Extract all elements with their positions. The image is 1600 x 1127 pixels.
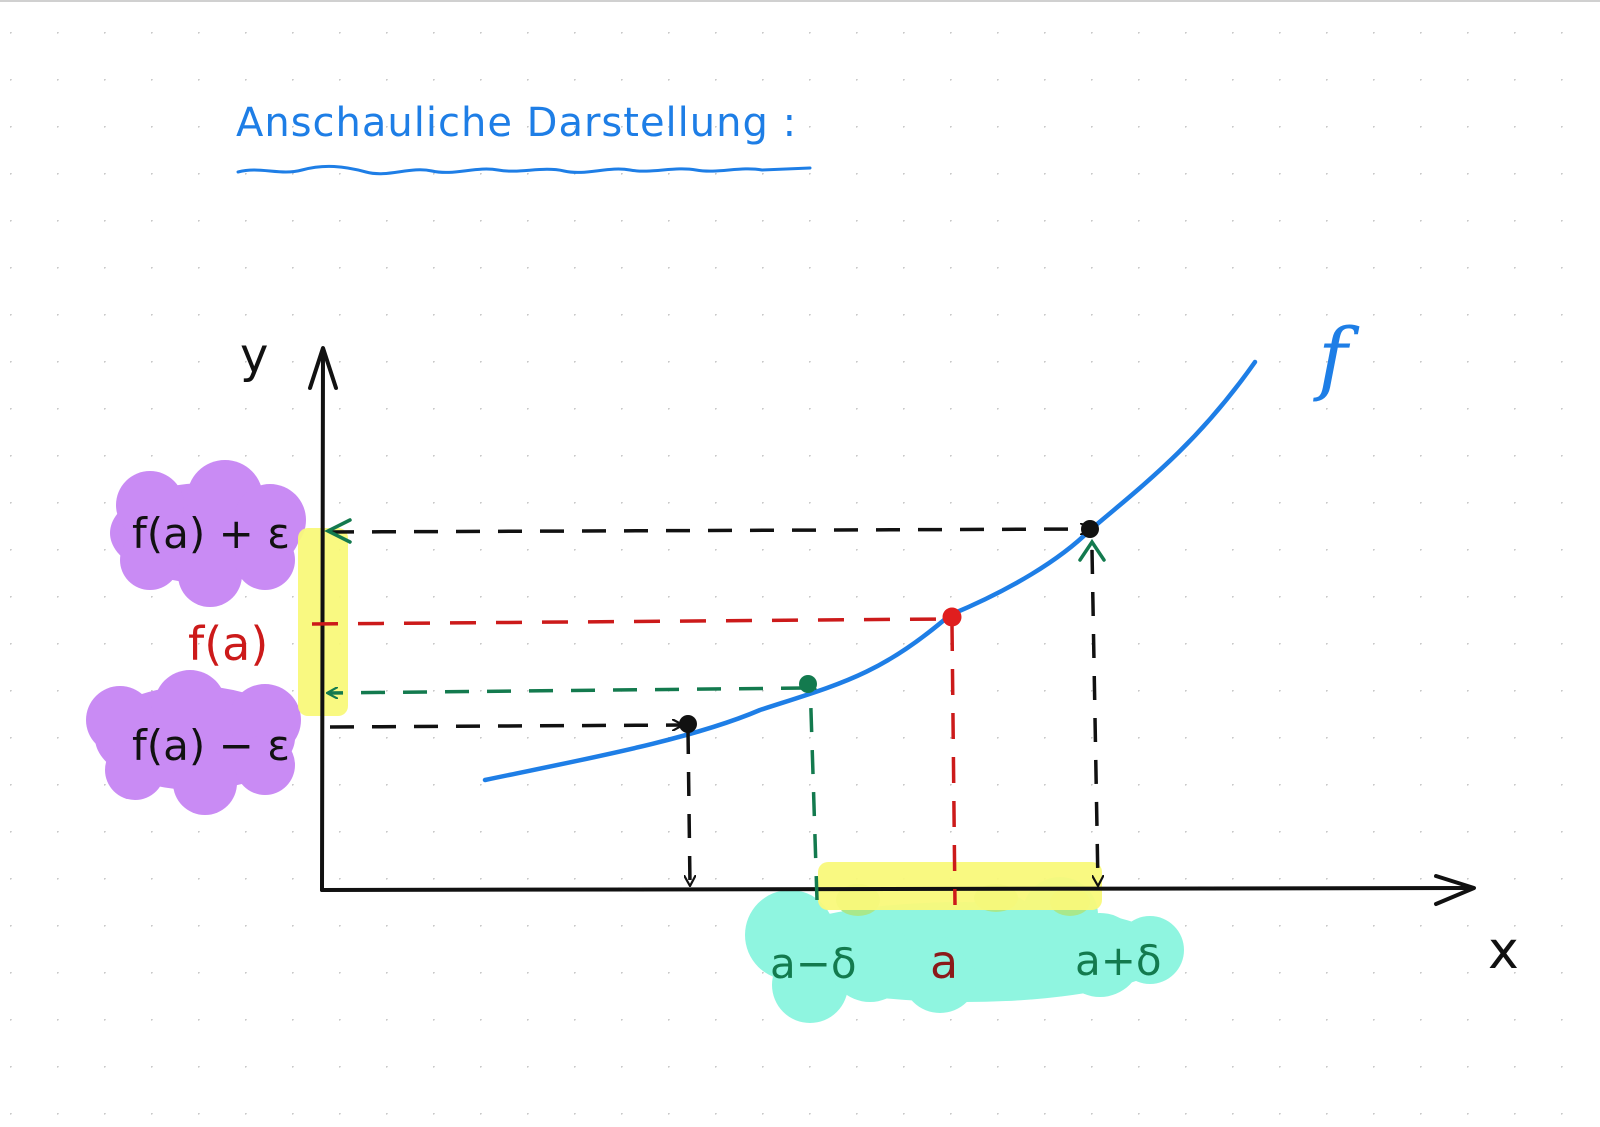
yellow-highlight-x-interval [818, 862, 1102, 910]
point-a-minus-delta [799, 675, 817, 693]
point-upper-right [1081, 520, 1099, 538]
page-title: Anschauliche Darstellung : [236, 100, 797, 146]
title-underline [236, 164, 812, 176]
y-axis-label: y [240, 328, 268, 384]
green-arrow-upper-epsilon [324, 518, 352, 544]
function-curve [482, 359, 1258, 783]
dash-green-horizontal [328, 686, 806, 693]
dash-vertical-right [1090, 549, 1098, 885]
x-axis-arrowhead [1434, 874, 1476, 906]
label-a-plus-delta: a+δ [1075, 936, 1162, 985]
dash-vertical-left [688, 729, 690, 885]
dash-red-vertical [950, 624, 957, 906]
y-axis [320, 348, 325, 892]
purple-highlight-upper [110, 460, 306, 607]
label-f-a-minus-epsilon: f(a) − ε [132, 721, 290, 770]
dash-red-horizontal [311, 617, 946, 626]
label-a-minus-delta: a−δ [770, 939, 857, 988]
label-a: a [930, 935, 958, 989]
point-a-fa [942, 607, 962, 627]
dash-lower-epsilon [329, 725, 682, 727]
x-axis-label: x [1488, 921, 1519, 981]
purple-highlight-lower [86, 670, 301, 815]
top-border [0, 0, 1600, 2]
point-lower-left [679, 715, 697, 733]
y-axis-arrowhead [308, 346, 338, 390]
x-axis [320, 886, 1474, 892]
label-f-a-plus-epsilon: f(a) + ε [132, 509, 290, 558]
dash-upper-epsilon [329, 529, 1090, 532]
green-arrow-right-point [1078, 538, 1106, 562]
label-f-a: f(a) [188, 617, 268, 671]
dash-green-vertical [810, 680, 819, 901]
